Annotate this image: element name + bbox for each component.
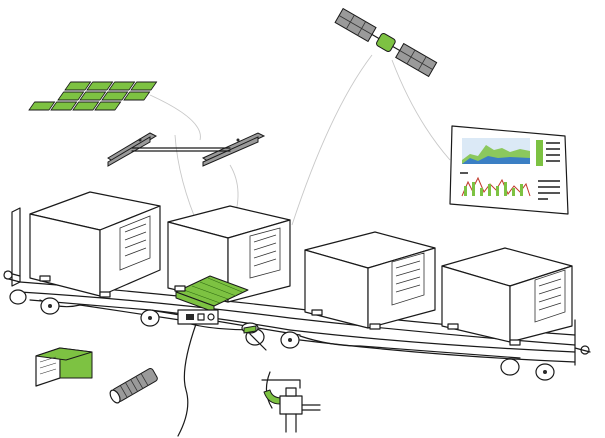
wheel-set [9, 289, 555, 381]
cylindrical-sensor-icon [109, 368, 158, 404]
container-brackets [39, 275, 521, 346]
cable [177, 323, 267, 437]
dashboard-screen-icon [449, 125, 569, 215]
coupling-clamp-icon [241, 322, 259, 334]
battery-tray-icon [175, 275, 249, 313]
controller-module-detail-icon [35, 347, 93, 387]
satellite-icon [334, 7, 438, 78]
container-3 [304, 231, 436, 329]
mounting-rail-icon [107, 132, 266, 167]
controller-box-icon [177, 309, 219, 325]
pneumatic-valve-icon [261, 371, 321, 433]
connector-lines [149, 54, 451, 231]
solar-panel-array-icon [28, 81, 158, 111]
container-4 [441, 247, 573, 343]
